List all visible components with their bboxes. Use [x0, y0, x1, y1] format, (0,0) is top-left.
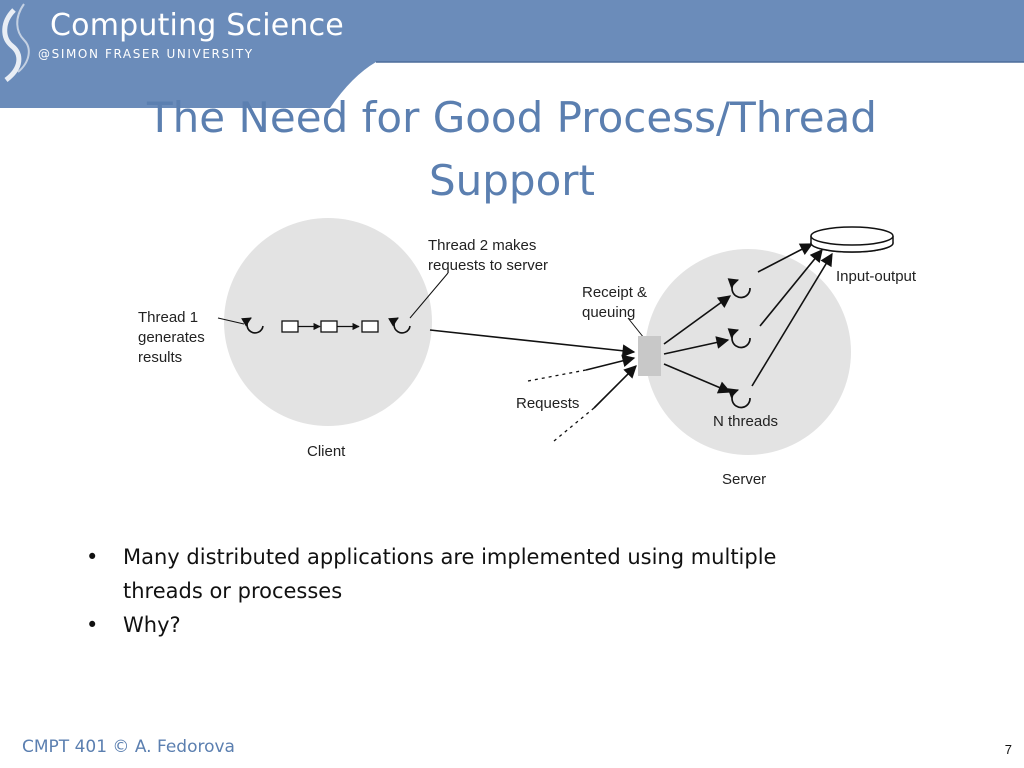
incoming-request-dotted — [527, 369, 587, 382]
dispatch-arrow — [663, 295, 732, 345]
thread2-icon — [388, 317, 411, 334]
brand-title: Computing Science — [50, 8, 344, 43]
incoming-request-arrow — [593, 365, 637, 409]
brand-subtitle: @SIMON FRASER UNIVERSITY — [38, 47, 254, 61]
server-circle — [645, 249, 851, 455]
result-box — [320, 320, 338, 333]
n-threads-label: N threads — [713, 413, 778, 430]
bullet-item: • Many distributed applications are impl… — [86, 540, 886, 608]
receipt-label-line1: Receipt & — [582, 284, 647, 301]
bullet-text: Why? — [123, 613, 181, 637]
io-arrow — [751, 252, 833, 387]
result-box — [361, 320, 379, 333]
io-arrow — [759, 249, 823, 327]
incoming-request-dotted — [553, 407, 595, 442]
slide-title-line1: The Need for Good Process/Thread — [147, 93, 877, 142]
thread1-label-line1: Thread 1 — [138, 309, 198, 326]
server-thread-icon — [727, 388, 751, 409]
bullet-marker: • — [86, 613, 99, 637]
client-label: Client — [307, 443, 346, 460]
bullet-marker: • — [86, 545, 99, 569]
result-box — [281, 320, 299, 333]
sfu-swirl-logo — [2, 3, 30, 82]
bullet-item: • Why? — [86, 608, 886, 642]
requests-label: Requests — [516, 395, 579, 412]
thread2-label-line2: requests to server — [428, 257, 548, 274]
slide-title-line2: Support — [428, 156, 596, 205]
server-thread-icon — [727, 328, 751, 349]
bullet-text-line2: threads or processes — [123, 579, 343, 603]
receipt-leader-line — [627, 317, 645, 339]
thread2-label-line1: Thread 2 makes — [428, 237, 536, 254]
thread1-label-line3: results — [138, 349, 182, 366]
thread2-leader-line — [409, 272, 449, 319]
input-output-disk — [810, 226, 894, 253]
input-output-label: Input-output — [836, 268, 917, 285]
dispatch-arrow — [663, 363, 732, 394]
incoming-request-arrow — [585, 354, 636, 371]
page-number: 7 — [1004, 742, 1012, 757]
thread1-icon — [241, 317, 264, 334]
bullet-list: • Many distributed applications are impl… — [86, 540, 886, 642]
io-arrow — [757, 243, 814, 273]
thread1-leader-line — [217, 317, 245, 325]
dispatch-arrow — [663, 336, 730, 355]
queue-box — [638, 336, 661, 376]
thread1-label-line2: generates — [138, 329, 205, 346]
request-arrow — [429, 329, 636, 358]
server-label: Server — [722, 471, 766, 488]
receipt-label-line2: queuing — [582, 304, 635, 321]
bullet-text-line1: Many distributed applications are implem… — [123, 545, 777, 569]
server-thread-icon — [727, 278, 751, 299]
footer-course: CMPT 401 © A. Fedorova — [22, 737, 235, 757]
header-band — [0, 0, 1024, 108]
slide-title: The Need for Good Process/Thread Support — [100, 86, 924, 212]
